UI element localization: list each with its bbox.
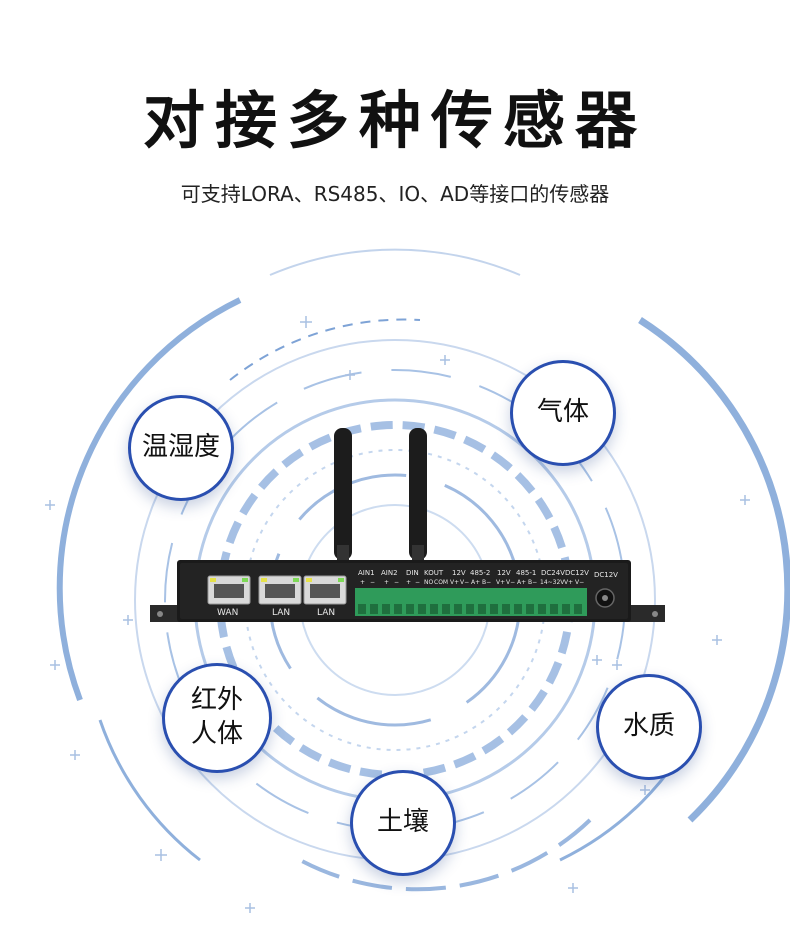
sensor-soil: 土壤	[350, 770, 456, 876]
plus-marks	[45, 316, 750, 913]
sensor-gas-label: 气体	[536, 397, 589, 428]
antenna-icons	[334, 428, 427, 565]
sensor-infrared-label-2: 人体	[190, 719, 243, 749]
gateway-device	[150, 560, 665, 622]
sensor-water-quality: 水质	[596, 674, 702, 780]
sensor-soil-label: 土壤	[376, 807, 429, 838]
page-title: 对接多种传感器	[142, 84, 647, 157]
sensor-infrared-label-1: 红外	[190, 685, 243, 716]
sensor-temp-humidity-label: 温湿度	[141, 432, 220, 463]
page-subtitle: 可支持LORA、RS485、IO、AD等接口的传感器	[180, 182, 610, 206]
sensor-water-label: 水质	[622, 711, 675, 742]
sensor-infrared-body: 红外 人体	[162, 663, 272, 773]
sensor-gas: 气体	[510, 360, 616, 466]
sensor-temp-humidity: 温湿度	[128, 395, 234, 501]
